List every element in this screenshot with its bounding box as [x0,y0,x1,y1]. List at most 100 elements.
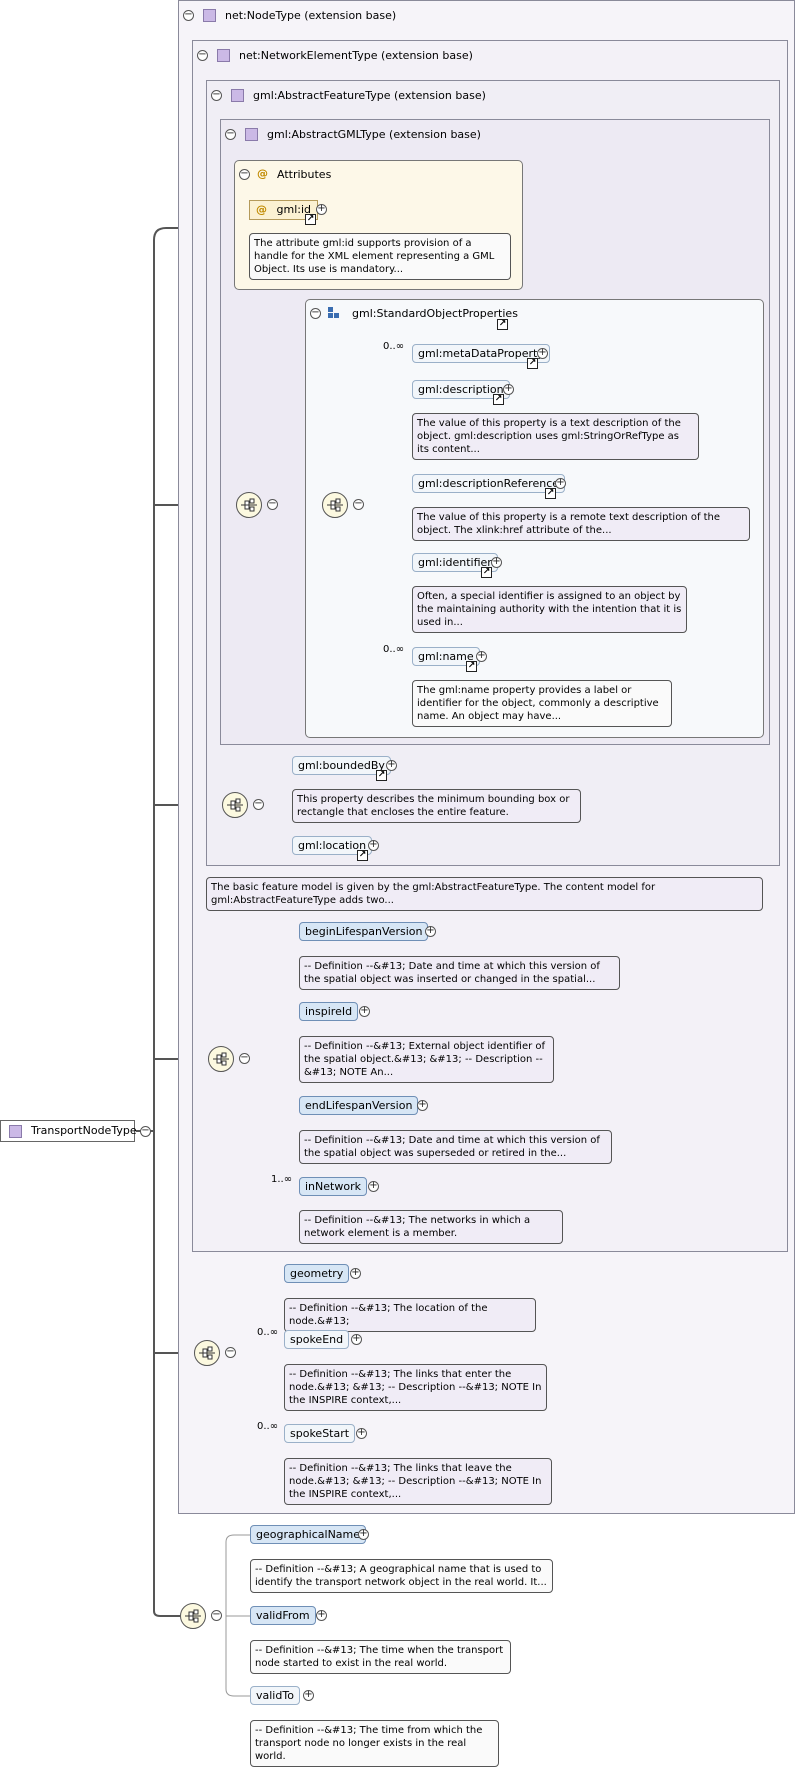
attribute-icon: @ [256,203,267,216]
reference-arrow-icon[interactable]: ↗ [357,850,368,861]
collapse-icon[interactable]: − [183,9,194,21]
group-icon [328,307,340,319]
element-innetwork[interactable]: inNetwork [299,1177,367,1196]
element-beginlifespanversion[interactable]: beginLifespanVersion [299,922,429,941]
sequence-compositor-icon[interactable] [222,792,248,818]
expand-icon[interactable]: + [350,1267,361,1279]
geographicalname-doc: -- Definition --&#13; A geographical nam… [250,1559,553,1593]
complex-type-icon [231,89,244,102]
cardinality: 0..∞ [383,644,405,655]
element-name[interactable]: gml:name [412,647,480,666]
expand-icon[interactable]: + [425,925,436,937]
element-descriptionreference[interactable]: gml:descriptionReference [412,474,566,493]
collapse-icon[interactable]: − [310,307,321,319]
collapse-icon[interactable]: − [353,498,364,510]
expand-icon[interactable]: + [368,839,379,851]
element-geographicalname[interactable]: geographicalName [250,1525,367,1544]
complex-type-icon [9,1125,22,1138]
element-metadataproperty[interactable]: gml:metaDataProperty [412,344,550,363]
collapse-icon[interactable]: − [225,1346,236,1358]
cardinality: 0..∞ [383,341,405,352]
sequence-compositor-icon[interactable] [180,1603,206,1629]
collapse-icon[interactable]: − [225,128,236,140]
name-doc: The gml:name property provides a label o… [412,680,672,727]
expand-icon[interactable]: + [537,347,548,359]
expand-icon[interactable]: + [491,556,502,568]
complex-type-icon [245,128,258,141]
expand-icon[interactable]: + [386,759,397,771]
complex-type-icon [217,49,230,62]
frame-title-network-element: net:NetworkElementType (extension base) [239,49,473,62]
element-endlifespanversion[interactable]: endLifespanVersion [299,1096,419,1115]
attribute-label: gml:id [276,203,312,216]
element-validto[interactable]: validTo [250,1686,300,1705]
sequence-compositor-icon[interactable] [322,492,348,518]
collapse-icon[interactable]: − [267,498,278,510]
element-inspireid[interactable]: inspireId [299,1002,359,1021]
attributes-box: − @ Attributes @ gml:id ↗ + The attribut… [234,160,523,290]
element-boundedby[interactable]: gml:boundedBy [292,756,391,775]
reference-arrow-icon[interactable]: ↗ [466,661,477,672]
expand-icon[interactable]: + [316,1609,327,1621]
cardinality: 0..∞ [257,1327,279,1338]
expand-icon[interactable]: + [316,203,327,215]
spokeend-doc: -- Definition --&#13; The links that ent… [284,1364,547,1411]
collapse-icon[interactable]: − [140,1125,151,1137]
expand-icon[interactable]: + [356,1427,367,1439]
expand-icon[interactable]: + [359,1005,370,1017]
collapse-icon[interactable]: − [239,168,250,180]
inspireid-doc: -- Definition --&#13; External object id… [299,1036,554,1083]
boundedby-doc: This property describes the minimum boun… [292,789,581,823]
element-spokeend[interactable]: spokeEnd [284,1330,350,1349]
reference-arrow-icon[interactable]: ↗ [493,394,504,405]
frame-title-abstract-gml: gml:AbstractGMLType (extension base) [267,128,481,141]
expand-icon[interactable]: + [476,650,487,662]
expand-icon[interactable]: + [358,1528,369,1540]
expand-icon[interactable]: + [303,1689,314,1701]
endlifespanversion-doc: -- Definition --&#13; Date and time at w… [299,1130,612,1164]
description-reference-doc: The value of this property is a remote t… [412,507,750,541]
attribute-icon: @ [257,167,268,180]
sequence-compositor-icon[interactable] [236,492,262,518]
expand-icon[interactable]: + [555,477,566,489]
element-location[interactable]: gml:location [292,836,373,855]
innetwork-doc: -- Definition --&#13; The networks in wh… [299,1210,563,1244]
expand-icon[interactable]: + [368,1180,379,1192]
attributes-title: Attributes [277,168,332,181]
root-label: TransportNodeType [31,1124,137,1137]
expand-icon[interactable]: + [503,383,514,395]
collapse-icon[interactable]: − [253,798,264,810]
attribute-gml-id[interactable]: @ gml:id [249,200,318,220]
reference-arrow-icon[interactable]: ↗ [545,488,556,499]
beginlifespanversion-doc: -- Definition --&#13; Date and time at w… [299,956,620,990]
reference-arrow-icon[interactable]: ↗ [305,214,316,225]
validto-doc: -- Definition --&#13; The time from whic… [250,1720,499,1767]
reference-arrow-icon[interactable]: ↗ [527,358,538,369]
sequence-compositor-icon[interactable] [208,1046,234,1072]
attribute-doc: The attribute gml:id supports provision … [249,233,511,280]
frame-title-abstract-feature: gml:AbstractFeatureType (extension base) [253,89,486,102]
element-spokestart[interactable]: spokeStart [284,1424,356,1443]
geometry-doc: -- Definition --&#13; The location of th… [284,1298,536,1332]
sequence-compositor-icon[interactable] [194,1340,220,1366]
root-element[interactable]: TransportNodeType [0,1120,137,1142]
cardinality: 0..∞ [257,1421,279,1432]
expand-icon[interactable]: + [417,1099,428,1111]
element-geometry[interactable]: geometry [284,1264,350,1283]
description-doc: The value of this property is a text des… [412,413,699,460]
collapse-icon[interactable]: − [197,49,208,61]
complex-type-icon [203,9,216,22]
frame-title-node-type: net:NodeType (extension base) [225,9,397,22]
element-identifier[interactable]: gml:identifier [412,553,498,572]
validfrom-doc: -- Definition --&#13; The time when the … [250,1640,511,1674]
collapse-icon[interactable]: − [211,1609,222,1621]
spokestart-doc: -- Definition --&#13; The links that lea… [284,1458,552,1505]
collapse-icon[interactable]: − [239,1052,250,1064]
reference-arrow-icon[interactable]: ↗ [376,770,387,781]
abstract-feature-doc: The basic feature model is given by the … [206,877,763,911]
expand-icon[interactable]: + [351,1333,362,1345]
collapse-icon[interactable]: − [211,89,222,101]
element-validfrom[interactable]: validFrom [250,1606,316,1625]
reference-arrow-icon[interactable]: ↗ [497,319,508,330]
reference-arrow-icon[interactable]: ↗ [481,567,492,578]
